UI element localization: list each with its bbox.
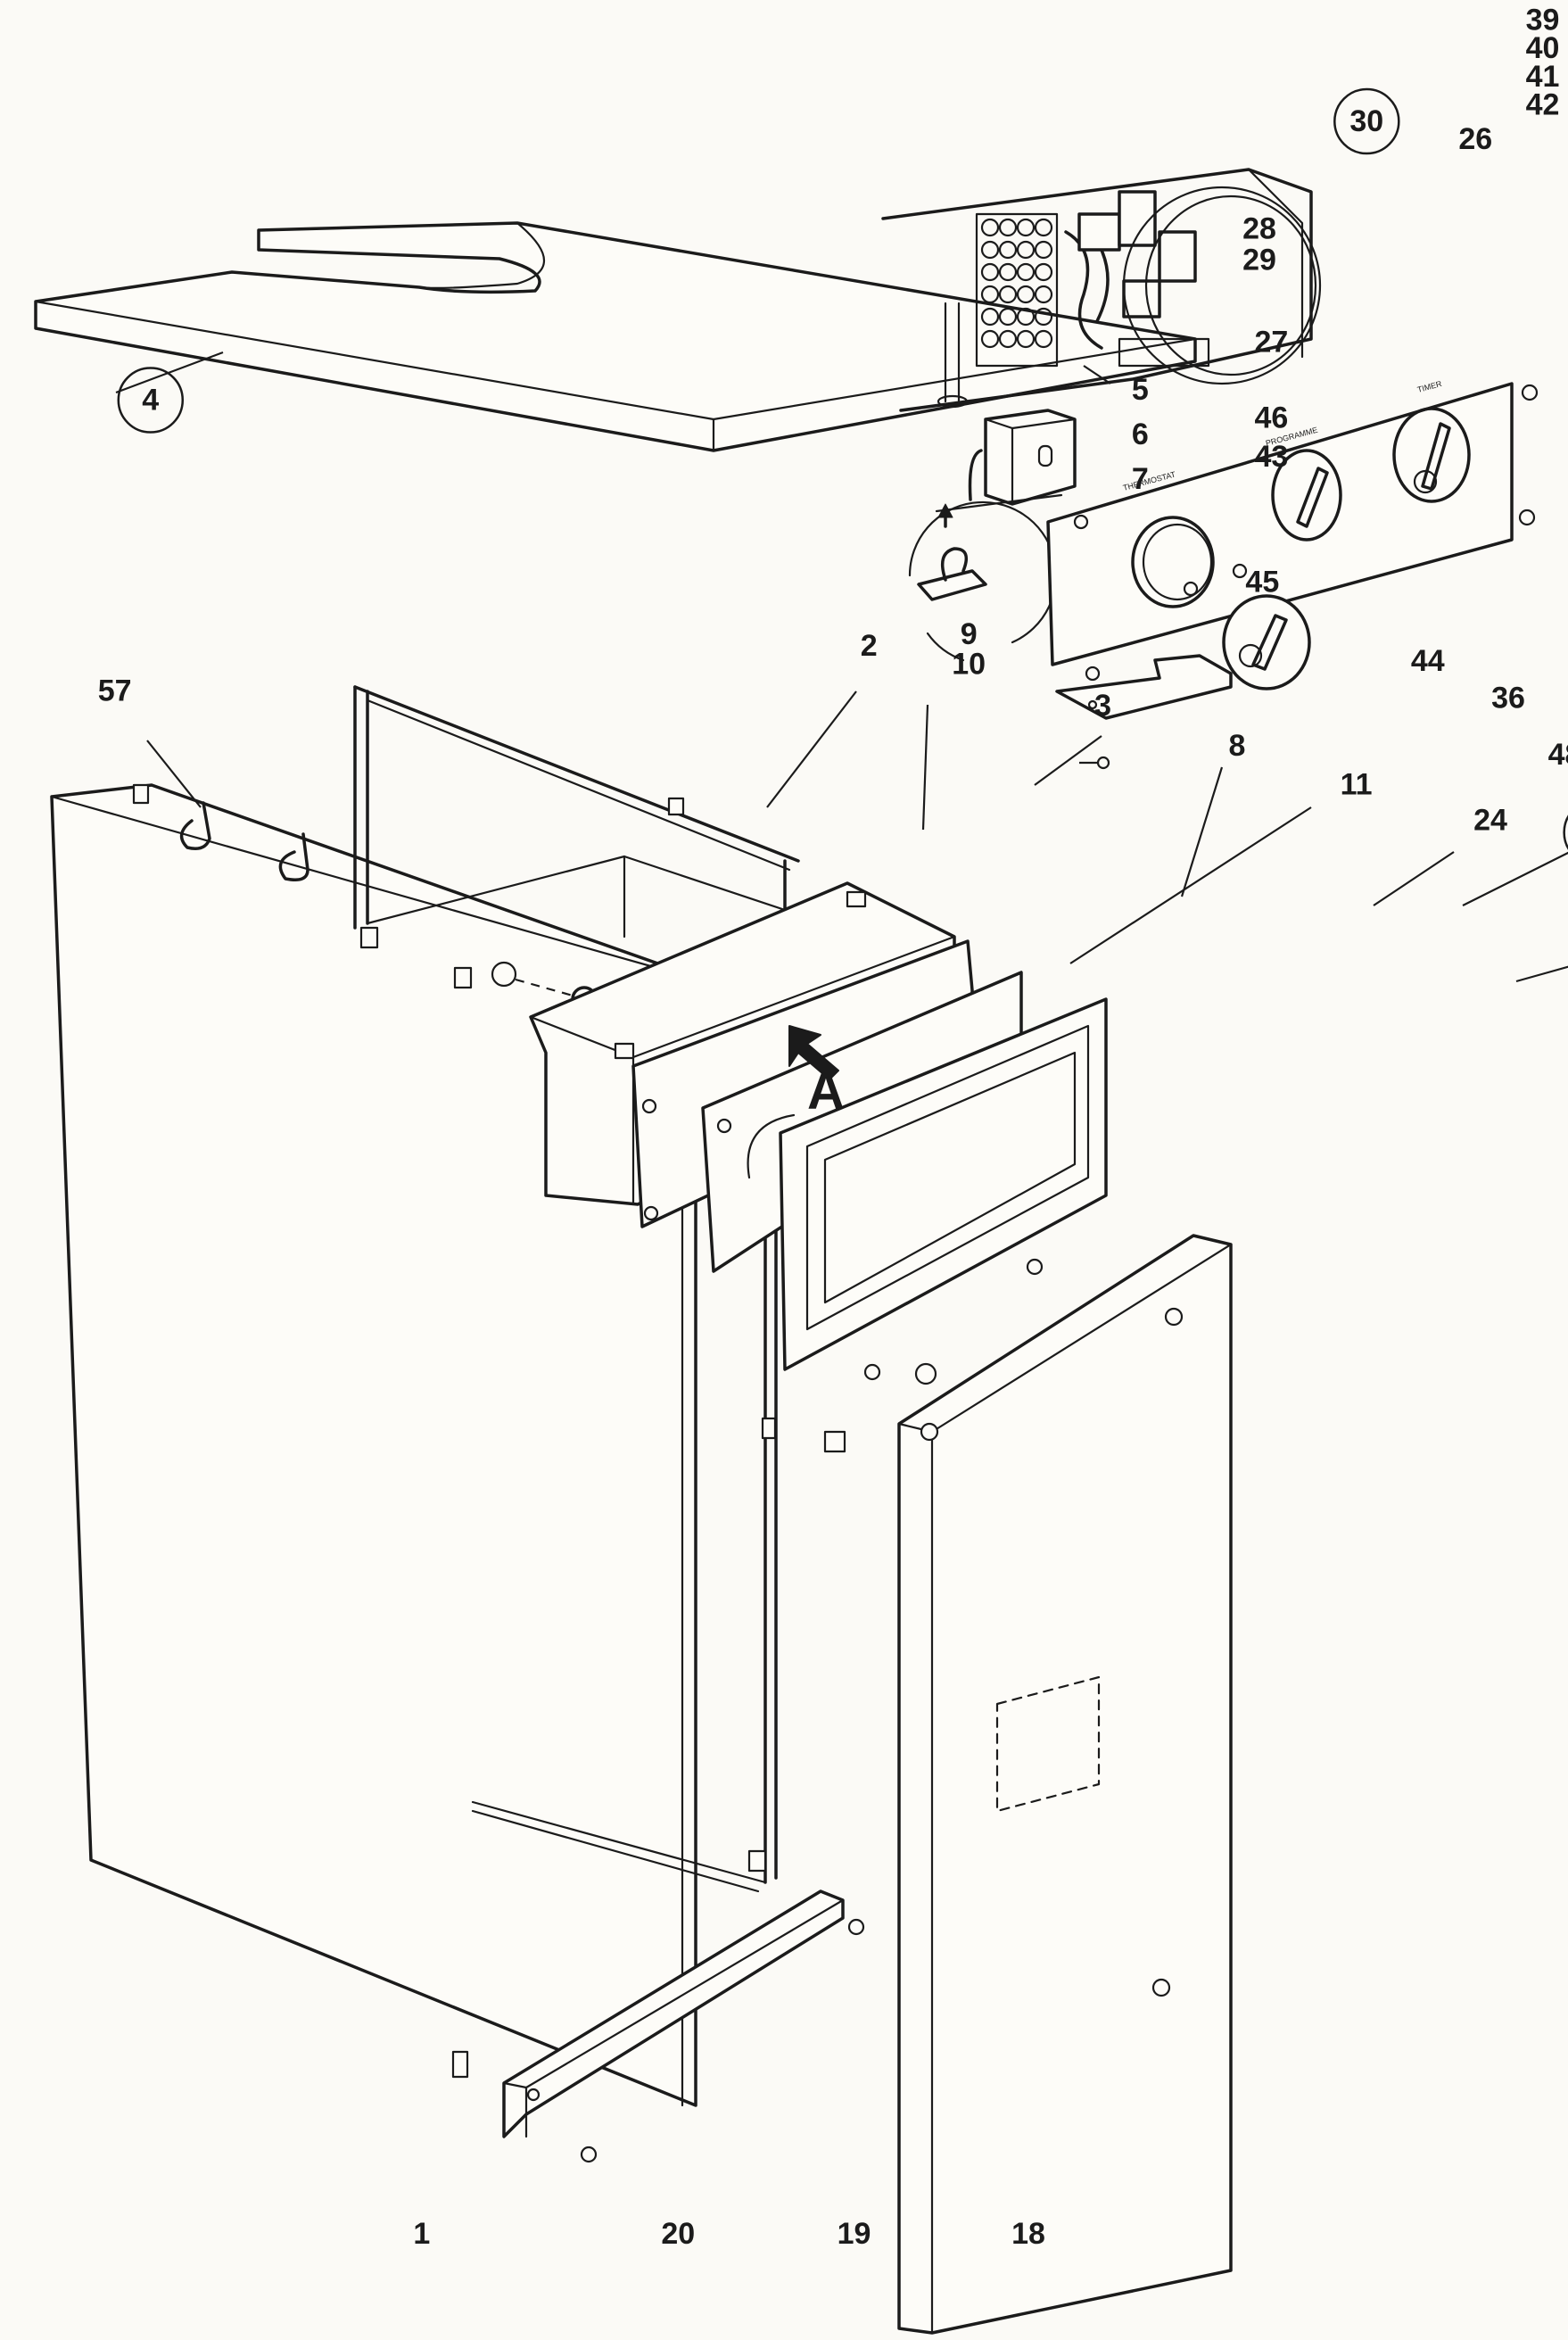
part-label-3: 3 [1094,689,1111,723]
bottom-rail-part [502,1889,845,2138]
catch [823,1430,846,1453]
part-label-27: 27 [1254,325,1288,359]
part-label-11: 11 [1341,768,1373,802]
part-label-9: 9 [961,617,978,651]
left-side-panel-part [50,783,697,2107]
part-label-4: 4 [142,384,159,418]
inset-detail-part [908,493,1063,662]
part-label-40: 40 [1526,31,1560,65]
part-label-44: 44 [1411,644,1445,678]
part-label-8: 8 [1228,729,1245,763]
part-label-7: 7 [1132,462,1149,496]
part-label-42: 42 [1526,88,1560,122]
callout-circle [1563,814,1568,850]
terminal-block [975,212,1059,368]
part-label-20: 20 [661,2217,695,2251]
control-box-part [881,168,1322,412]
switch [1122,279,1161,318]
grommet [491,961,517,988]
part-label-10: 10 [952,647,986,681]
part-label-41: 41 [1526,60,1560,94]
label-plate-outline [995,1675,1101,1813]
part-label-57: 57 [98,674,132,707]
view-a-label: A [807,1063,845,1120]
programmer-dial [1271,449,1342,542]
part-label-24: 24 [1473,804,1507,838]
part-label-19: 19 [838,2217,871,2251]
thermostat-housing-part [968,409,1077,506]
part-label-28: 28 [1242,211,1276,245]
part-labels: 1234567891011121314151617181920212223242… [98,3,1568,2251]
timer-marking: TIMER [1416,379,1443,394]
frame-tab [761,1417,777,1440]
front-frame-part [779,997,1108,1371]
callout-circle [1333,87,1400,155]
mounting-bracket-part [1055,654,1233,770]
part-label-43: 43 [1254,440,1288,474]
frame-tab [747,1849,767,1873]
fasteners [580,1258,1184,2163]
callout-circle [117,367,185,434]
leader-lines [115,351,1568,983]
part-label-5: 5 [1132,373,1149,407]
clip-tab [132,783,150,805]
clip-tab [359,926,379,949]
part-label-48: 48 [1548,738,1568,772]
frame-tab [667,797,685,816]
relay [1077,212,1121,252]
housing-hole [846,890,867,908]
timer-dial [1392,407,1471,503]
part-label-6: 6 [1132,418,1149,451]
part-label-1: 1 [413,2217,430,2251]
part-label-36: 36 [1491,682,1525,715]
front-door-part [897,1234,1233,2335]
thermostat-dial [1131,516,1215,608]
part-label-26: 26 [1458,122,1492,156]
clip-tab [451,2050,469,2079]
part-label-18: 18 [1011,2217,1045,2251]
control-knob-part [1222,594,1311,690]
part-label-45: 45 [1245,565,1279,599]
part-label-2: 2 [861,629,878,663]
part-label-39: 39 [1526,3,1560,37]
view-a-marker: A [788,1025,845,1120]
top-lid-part [34,221,1197,452]
part-label-46: 46 [1254,401,1288,435]
spring-clip-part [179,801,309,881]
relay [1158,230,1197,283]
clip-tab [453,966,473,989]
housing-hole [614,1042,635,1060]
part-label-30: 30 [1349,104,1383,138]
part-label-29: 29 [1242,243,1276,277]
